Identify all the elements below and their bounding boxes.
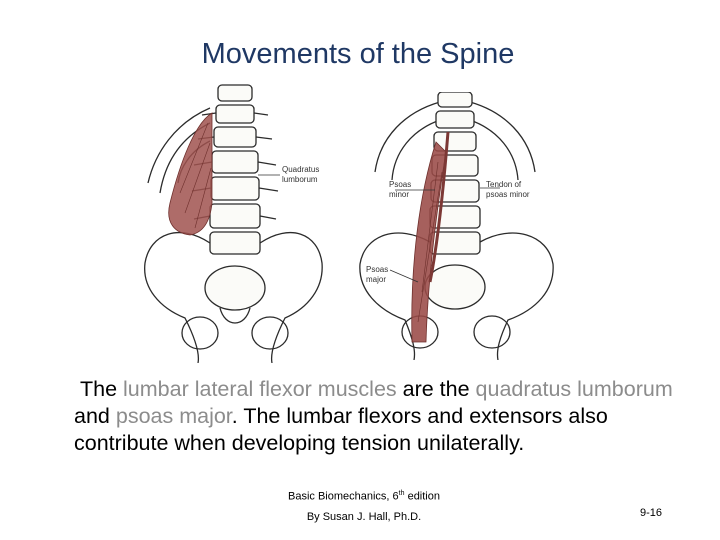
label-psoas-major: Psoas major <box>366 265 388 285</box>
citation: Basic Biomechanics, 6th edition By Susan… <box>270 484 458 527</box>
body-text-segment: The <box>80 377 124 401</box>
body-paragraph: The lumbar lateral flexor muscles are th… <box>74 376 674 457</box>
label-line: major <box>366 275 387 284</box>
label-line: Psoas <box>389 180 412 189</box>
label-line: minor <box>389 190 410 199</box>
citation-edition: edition <box>404 490 440 503</box>
label-line: Psoas <box>366 265 389 274</box>
slide-title: Movements of the Spine <box>201 38 515 70</box>
label-tendon-psoas-minor: Tendon of psoas minor <box>486 180 530 200</box>
label-quadratus-lumborum: Quadratus lumborum <box>282 165 319 185</box>
highlight-psoas-major: psoas major <box>115 404 232 428</box>
citation-superscript: th <box>398 490 405 497</box>
label-line: Tendon of <box>486 180 522 189</box>
citation-line-1: Basic Biomechanics, 6th edition <box>270 484 458 507</box>
quadratus-lumborum-figure <box>144 84 323 363</box>
label-line: psoas minor <box>486 190 530 199</box>
label-line: Quadratus <box>282 165 320 174</box>
label-line: lumborum <box>282 175 318 184</box>
body-text-segment: are the <box>396 377 476 401</box>
psoas-figure <box>359 92 554 360</box>
label-psoas-minor: Psoas minor <box>389 180 411 200</box>
highlight-quadratus-lumborum: quadratus lumborum <box>475 377 673 401</box>
body-text-segment: . The lumbar flexors and extensors also … <box>74 404 608 455</box>
page-number: 9-16 <box>640 507 663 519</box>
citation-author: By Susan J. Hall, Ph.D. <box>306 510 422 523</box>
citation-title: Basic Biomechanics, 6 <box>288 490 399 503</box>
body-text-segment: and <box>74 404 116 428</box>
highlight-lumbar-lateral-flexors: lumbar lateral flexor muscles <box>123 377 397 401</box>
